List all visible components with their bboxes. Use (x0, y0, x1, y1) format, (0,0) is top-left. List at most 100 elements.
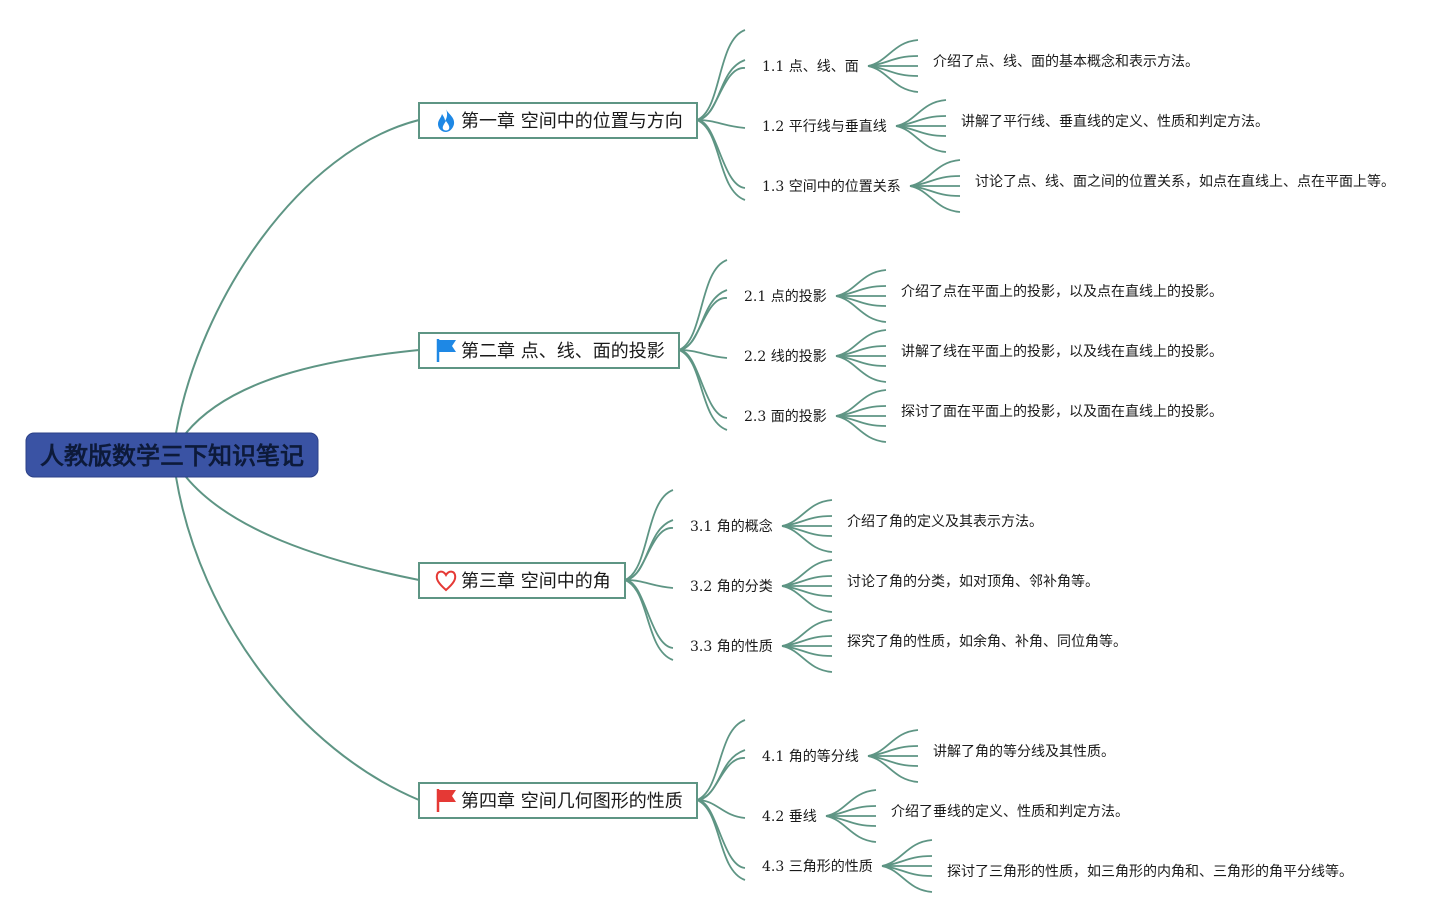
description-fan-line (781, 499, 833, 527)
description-fan-line (867, 729, 919, 757)
description-fan-line (781, 575, 833, 587)
chapter-box (418, 102, 698, 139)
chapter-node-4[interactable]: 第四章 空间几何图形的性质 (418, 782, 698, 819)
description-fan-line (881, 865, 933, 893)
description-label: 介绍了角的定义及其表示方法。 (847, 514, 1043, 530)
section-label[interactable]: 4.3 三角形的性质 (762, 859, 873, 875)
description-fan-line (781, 635, 833, 647)
chapter-fan-line (624, 579, 674, 661)
description-fan-line (781, 645, 833, 673)
description-fan-line (867, 65, 919, 93)
section-connector (696, 757, 746, 801)
description-fan-line (825, 789, 877, 817)
section-connector (696, 119, 746, 189)
section-label[interactable]: 1.1 点、线、面 (762, 59, 859, 75)
description-fan-line (835, 345, 887, 357)
connector-lines (175, 29, 961, 893)
chapter-fan-line (696, 799, 746, 881)
description-fan-line (881, 855, 933, 867)
fire-icon (438, 109, 455, 132)
description-fan-line (835, 405, 887, 417)
chapter-label: 第二章 点、线、面的投影 (461, 341, 665, 362)
section-connector (624, 527, 674, 581)
root-connector (175, 119, 420, 434)
root-connector (185, 349, 420, 434)
description-label: 讨论了角的分类，如对顶角、邻补角等。 (847, 573, 1099, 590)
flag-icon (436, 789, 456, 812)
section-label[interactable]: 3.2 角的分类 (690, 579, 773, 595)
description-fan-line (835, 415, 887, 443)
section-connector (696, 119, 746, 129)
chapter-node-2[interactable]: 第二章 点、线、面的投影 (418, 332, 680, 369)
chapter-fan-line (678, 349, 728, 431)
section-connector (624, 579, 674, 649)
chapter-node-3[interactable]: 第三章 空间中的角 (418, 562, 626, 599)
section-label[interactable]: 2.3 面的投影 (744, 409, 827, 425)
description-label: 探讨了面在平面上的投影，以及面在直线上的投影。 (901, 403, 1223, 420)
description-fan-line (881, 839, 933, 867)
section-label[interactable]: 4.2 垂线 (762, 809, 817, 825)
chapter-label: 第四章 空间几何图形的性质 (461, 791, 683, 812)
section-connector (696, 67, 746, 121)
section-connector (696, 799, 746, 869)
description-label: 讲解了平行线、垂直线的定义、性质和判定方法。 (961, 113, 1269, 130)
description-fan-line (835, 355, 887, 383)
description-label: 探究了角的性质，如余角、补角、同位角等。 (847, 633, 1127, 650)
description-fan-line (895, 99, 947, 127)
section-label[interactable]: 3.3 角的性质 (690, 639, 773, 655)
description-label: 介绍了垂线的定义、性质和判定方法。 (891, 804, 1129, 820)
description-fan-line (867, 39, 919, 67)
description-label: 讲解了线在平面上的投影，以及线在直线上的投影。 (901, 343, 1223, 360)
description-fan-line (781, 559, 833, 587)
chapter-label: 第三章 空间中的角 (461, 571, 611, 592)
description-label: 介绍了点、线、面的基本概念和表示方法。 (933, 53, 1199, 70)
description-fan-line (781, 585, 833, 613)
root-box (25, 432, 319, 478)
description-fan-line (867, 755, 919, 783)
description-fan-line (835, 269, 887, 297)
chapter-box (418, 782, 698, 819)
description-fan-line (867, 745, 919, 757)
chapter-fan-line (696, 719, 746, 801)
description-label: 讨论了点、线、面之间的位置关系，如点在直线上、点在平面上等。 (975, 173, 1395, 190)
section-label[interactable]: 3.1 角的概念 (690, 518, 773, 535)
root-connector (185, 476, 420, 581)
description-fan-line (835, 295, 887, 323)
section-label[interactable]: 1.3 空间中的位置关系 (762, 179, 901, 195)
chapter-fan-line (696, 29, 746, 121)
chapter-fan-line (678, 259, 728, 351)
description-fan-line (895, 125, 947, 153)
description-label: 讲解了角的等分线及其性质。 (933, 743, 1115, 760)
description-fan-line (909, 185, 961, 213)
section-connector (624, 579, 674, 589)
description-fan-line (895, 115, 947, 127)
section-connector (678, 349, 728, 419)
root-connector (175, 476, 420, 801)
description-fan-line (835, 329, 887, 357)
section-connector (678, 349, 728, 359)
section-label[interactable]: 2.2 线的投影 (744, 349, 827, 365)
description-fan-line (909, 159, 961, 187)
root-node[interactable]: 人教版数学三下知识笔记 (25, 432, 319, 478)
chapter-label: 第一章 空间中的位置与方向 (461, 111, 683, 132)
section-connector (678, 297, 728, 351)
description-fan-line (781, 525, 833, 553)
description-label: 介绍了点在平面上的投影，以及点在直线上的投影。 (901, 283, 1223, 300)
flag-icon (436, 339, 456, 362)
heart-icon (435, 570, 457, 592)
root-label: 人教版数学三下知识笔记 (40, 442, 304, 470)
section-label[interactable]: 1.2 平行线与垂直线 (762, 118, 887, 135)
description-fan-line (825, 815, 877, 843)
chapter-node-1[interactable]: 第一章 空间中的位置与方向 (418, 102, 698, 139)
description-fan-line (909, 175, 961, 187)
description-fan-line (835, 285, 887, 297)
description-fan-line (867, 55, 919, 67)
section-label[interactable]: 4.1 角的等分线 (762, 748, 859, 765)
description-fan-line (835, 389, 887, 417)
description-fan-line (781, 515, 833, 527)
description-label: 探讨了三角形的性质，如三角形的内角和、三角形的角平分线等。 (947, 863, 1353, 880)
section-label[interactable]: 2.1 点的投影 (744, 289, 827, 305)
chapter-box (418, 332, 680, 369)
chapter-fan-line (624, 489, 674, 581)
